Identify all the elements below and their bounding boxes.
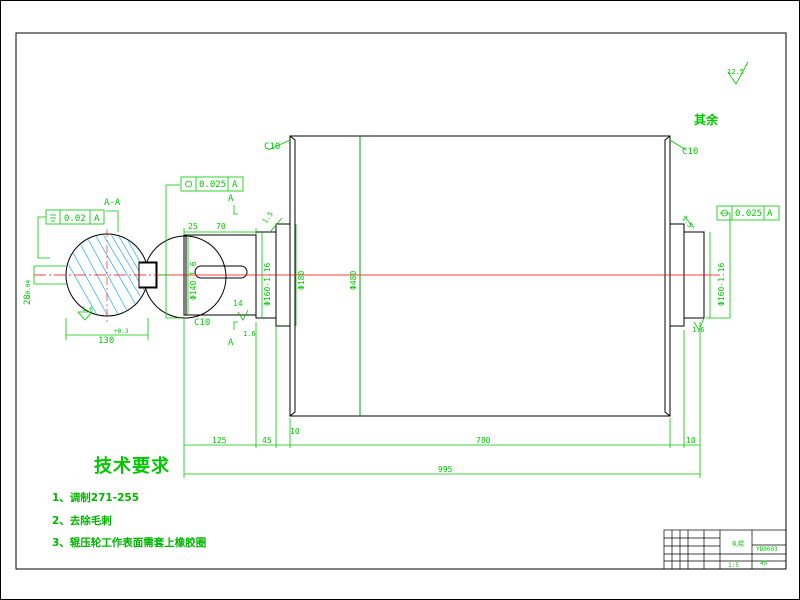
section-tol-datum: A	[94, 214, 100, 224]
section-mark-top: A	[228, 194, 234, 204]
section-depth-dim: 28	[23, 294, 33, 305]
runout-left-datum: A	[232, 180, 238, 190]
dim-shaft-diam: Φ140-1.6	[189, 261, 198, 300]
inner-border	[15, 32, 787, 570]
dim-journal-right: Φ160-1.16	[717, 262, 726, 306]
dim-780: 780	[476, 436, 491, 445]
c10-bottom: C10	[194, 318, 210, 328]
roughness-right: 1.6	[692, 326, 705, 334]
title-name: 轧辊	[732, 540, 744, 548]
title-block	[663, 529, 787, 570]
runout-right-value: 0.025	[735, 209, 762, 219]
roughness-section: 1.6	[82, 306, 93, 313]
c10-top-right: C10	[682, 147, 698, 157]
section-diameter-dim: 130	[98, 336, 114, 346]
section-diameter-tol: +0.3	[114, 328, 129, 335]
dim-flange: Φ180	[297, 271, 306, 290]
dim-key-length: 70	[216, 222, 226, 231]
section-a-a	[33, 209, 227, 340]
roughness-mid: 1.6	[243, 330, 256, 338]
dim-10-left: 10	[290, 427, 300, 436]
title-drawing-no: YD0003	[756, 546, 778, 553]
surface-finish-value: 12.5	[727, 68, 744, 76]
section-mark-bottom: A	[228, 338, 234, 348]
tech-requirement-2: 2、去除毛刺	[52, 515, 112, 527]
tech-requirements-title: 技术要求	[94, 456, 170, 477]
title-material: 45	[760, 560, 768, 567]
c10-top-left: C10	[264, 142, 280, 152]
section-label: A-A	[104, 198, 121, 208]
dim-roll: Φ480	[349, 271, 358, 290]
section-tol-value: 0.02	[64, 214, 86, 224]
dim-key-offset: 25	[188, 222, 198, 231]
title-scale: 1:5	[728, 562, 739, 569]
dim-125: 125	[212, 436, 227, 445]
dim-45: 45	[262, 436, 272, 445]
roughness-note: 14	[233, 299, 243, 308]
dimension-lines	[160, 61, 780, 478]
section-depth-tol: -0.04	[25, 280, 32, 298]
dim-total: 995	[438, 465, 453, 474]
chamfer-left: 1.5	[261, 210, 275, 225]
tech-requirement-1: 1、调制271-255	[52, 492, 139, 504]
chamfer-right: 1.5	[680, 215, 694, 230]
dim-10-right: 10	[686, 436, 696, 445]
runout-icon	[185, 180, 192, 188]
tech-requirement-3: 3、辊压轮工作表面需套上橡胶圈	[52, 537, 207, 549]
dim-journal-left: Φ160-1.16	[263, 262, 272, 306]
other-surfaces: 其余	[694, 112, 719, 127]
runout-right-datum: A	[767, 209, 773, 219]
runout-left-value: 0.025	[199, 180, 226, 190]
runout-icon	[721, 209, 728, 217]
